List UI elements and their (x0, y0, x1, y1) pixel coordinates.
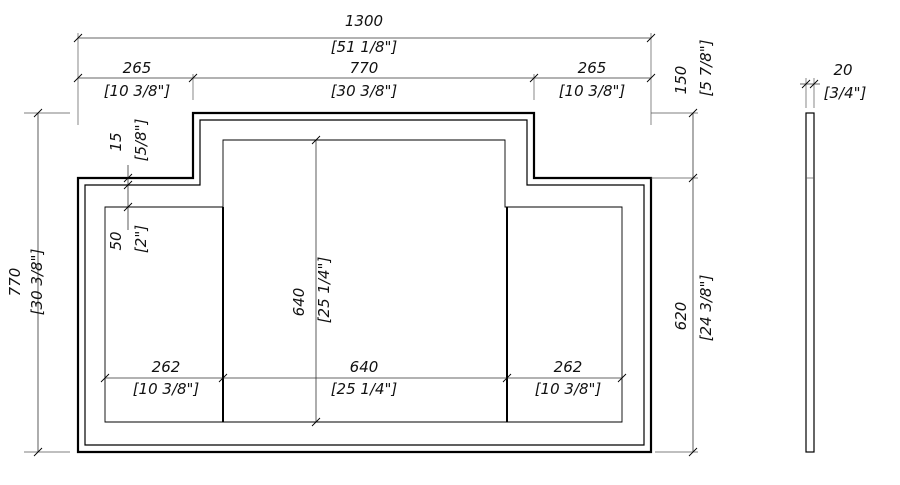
center-panel-width-imperial: [25 1/4"] (331, 380, 398, 398)
right-wing-width-value: 265 (578, 59, 607, 77)
inner-border-outline (84, 119, 645, 446)
border-offset-imperial: [5/8"] (132, 118, 150, 161)
headboard-front-view (76, 111, 653, 454)
wing-height-value: 620 (672, 302, 690, 331)
right-panel-width-value: 262 (554, 358, 583, 376)
overall-width-value: 1300 (345, 12, 383, 30)
step-height-imperial: [5 7/8"] (697, 39, 715, 96)
dim-offsets: 15 [5/8"] 50 [2"] (107, 118, 150, 253)
dim-segment-widths: 265 [10 3/8"] 770 [30 3/8"] 265 [10 3/8"… (73, 59, 656, 100)
center-panel-height-value: 640 (290, 288, 308, 317)
thickness-imperial: [3/4"] (824, 84, 867, 102)
overall-height-value: 770 (6, 268, 24, 297)
right-wing-width-imperial: [10 3/8"] (559, 82, 626, 100)
inner-panel-outline (104, 139, 623, 423)
panel-offset-value: 50 (107, 231, 125, 250)
thickness-value: 20 (833, 61, 852, 79)
left-panel-width-value: 262 (152, 358, 181, 376)
panel-offset-imperial: [2"] (132, 225, 150, 253)
headboard-side-view (805, 112, 815, 453)
outer-outline (76, 111, 653, 454)
overall-width-imperial: [51 1/8"] (331, 38, 398, 56)
center-width-imperial: [30 3/8"] (331, 82, 398, 100)
left-wing-width-value: 265 (123, 59, 152, 77)
dim-right-heights: 150 [5 7/8"] 620 [24 3/8"] (651, 39, 715, 457)
center-width-value: 770 (350, 59, 379, 77)
wing-height-imperial: [24 3/8"] (697, 275, 715, 342)
dim-thickness: 20 [3/4"] (800, 61, 867, 108)
side-profile (805, 112, 815, 453)
dim-center-panel-height: 640 [25 1/4"] (290, 135, 333, 427)
border-offset-value: 15 (107, 132, 125, 151)
right-panel-width-imperial: [10 3/8"] (535, 380, 602, 398)
left-panel-width-imperial: [10 3/8"] (133, 380, 200, 398)
center-panel-width-value: 640 (350, 358, 379, 376)
dim-overall-width: 1300 [51 1/8"] (73, 12, 656, 125)
step-height-value: 150 (672, 66, 690, 95)
dim-panel-widths: 262 [10 3/8"] 640 [25 1/4"] 262 [10 3/8"… (100, 358, 627, 398)
dim-overall-height: 770 [30 3/8"] (6, 108, 70, 457)
center-panel-height-imperial: [25 1/4"] (315, 257, 333, 324)
overall-height-imperial: [30 3/8"] (28, 249, 46, 316)
left-wing-width-imperial: [10 3/8"] (104, 82, 171, 100)
